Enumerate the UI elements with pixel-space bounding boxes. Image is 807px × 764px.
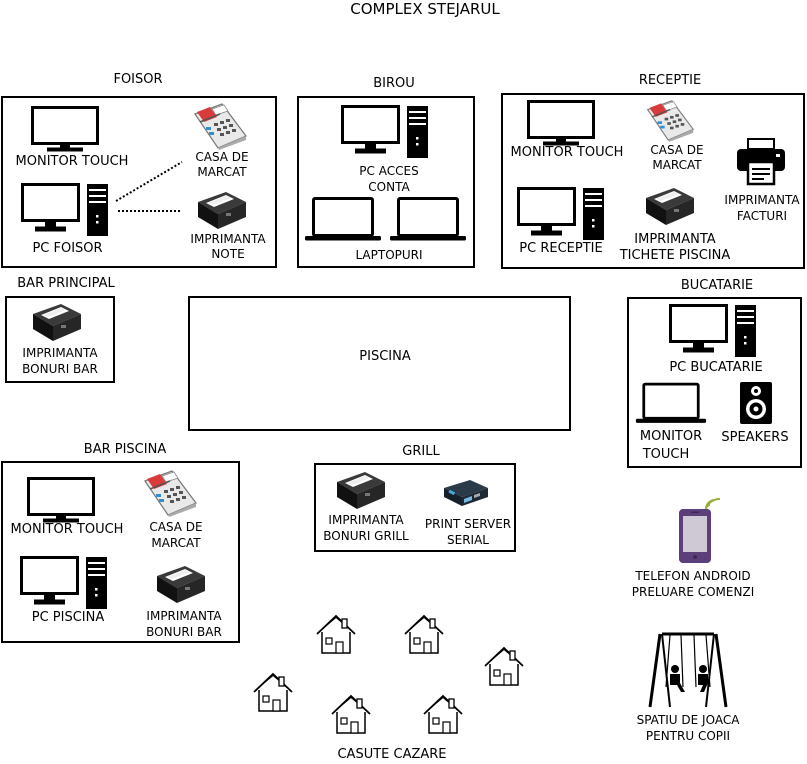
foisor-imprimanta-line2: NOTE	[211, 247, 245, 261]
foisor-imprimanta-line1: IMPRIMANTA	[190, 232, 266, 246]
house-icon	[252, 671, 294, 713]
bar-piscina-imprimanta-line2: BONURI BAR	[146, 625, 222, 639]
receipt-printer-icon	[335, 468, 387, 510]
house-icon	[315, 613, 357, 655]
grill-server-line1: PRINT SERVER	[424, 517, 512, 531]
receptie-facturi-line2: FACTURI	[736, 209, 788, 223]
birou-pc-line1: PC ACCES	[359, 164, 419, 178]
android-phone-icon	[679, 498, 721, 563]
laptop-icon	[389, 197, 467, 241]
house-icon	[330, 693, 372, 735]
grill-imprimanta-line2: BONURI GRILL	[323, 529, 409, 543]
foisor-monitor-label: MONITOR TOUCH	[15, 154, 129, 169]
birou-title: BIROU	[373, 76, 415, 91]
foisor-casa-line2: MARCAT	[197, 165, 247, 179]
bucatarie-monitor-line2: TOUCH	[642, 447, 690, 462]
bar-principal-imprimanta-line2: BONURI BAR	[22, 362, 98, 376]
foisor-title: FOISOR	[113, 72, 163, 87]
cash-register-icon	[645, 97, 695, 142]
grill-imprimanta-line1: IMPRIMANTA	[328, 513, 404, 527]
pc-icon	[339, 105, 431, 159]
bucatarie-pc-label: PC BUCATARIE	[669, 360, 763, 375]
bar-piscina-title: BAR PISCINA	[83, 442, 167, 457]
house-icon	[403, 613, 445, 655]
receptie-monitor-label: MONITOR TOUCH	[510, 145, 624, 160]
cash-register-icon	[192, 100, 248, 150]
grill-server-line2: SERIAL	[447, 533, 489, 547]
receipt-printer-icon	[155, 562, 207, 604]
monitor-icon	[635, 380, 707, 426]
cash-register-icon	[142, 467, 198, 517]
receipt-printer-icon	[196, 188, 248, 230]
swing-icon	[648, 632, 728, 708]
foisor-connections	[115, 161, 183, 212]
receptie-tichete-line2: TICHETE PISCINA	[619, 248, 731, 263]
piscina-box	[188, 296, 571, 431]
grill-title: GRILL	[402, 444, 440, 459]
birou-pc-line2: CONTA	[368, 180, 410, 194]
telefon-line2: PRELUARE COMENZI	[631, 585, 755, 599]
receptie-casa-line2: MARCAT	[652, 158, 702, 172]
receptie-pc-label: PC RECEPTIE	[519, 241, 603, 256]
house-icon	[422, 693, 464, 735]
pc-icon	[21, 183, 109, 237]
pc-icon	[517, 187, 605, 241]
receptie-title: RECEPTIE	[638, 73, 702, 88]
bar-piscina-casa-line2: MARCAT	[151, 536, 201, 550]
bucatarie-speakers-label: SPEAKERS	[721, 430, 789, 445]
print-server-icon	[442, 476, 490, 508]
piscina-label: PISCINA	[359, 349, 411, 364]
speaker-icon	[739, 381, 773, 425]
monitor-icon	[527, 100, 595, 146]
foisor-pc-label: PC FOISOR	[32, 241, 103, 256]
bucatarie-title: BUCATARIE	[680, 278, 754, 293]
receptie-facturi-line1: IMPRIMANTA	[724, 193, 800, 207]
spatiu-joaca-line2: PENTRU COPII	[645, 729, 731, 743]
house-icon	[483, 645, 525, 687]
pc-icon	[669, 304, 757, 358]
bar-principal-imprimanta-line1: IMPRIMANTA	[22, 346, 98, 360]
foisor-casa-line1: CASA DE	[195, 150, 249, 164]
diagram-title: COMPLEX STEJARUL	[350, 0, 500, 18]
pc-icon	[20, 556, 108, 610]
bar-piscina-casa-line1: CASA DE	[149, 520, 203, 534]
bucatarie-monitor-line1: MONITOR	[639, 429, 703, 444]
bar-piscina-imprimanta-line1: IMPRIMANTA	[146, 609, 222, 623]
birou-laptopuri-label: LAPTOPURI	[355, 248, 423, 262]
spatiu-joaca-line1: SPATIU DE JOACA	[636, 713, 740, 727]
bar-piscina-pc-label: PC PISCINA	[31, 610, 105, 625]
laptop-icon	[304, 197, 382, 241]
receipt-printer-icon	[644, 184, 696, 226]
casute-label: CASUTE CAZARE	[337, 747, 447, 762]
receptie-casa-line1: CASA DE	[650, 143, 704, 157]
bar-piscina-monitor-label: MONITOR TOUCH	[10, 522, 124, 537]
bar-principal-title: BAR PRINCIPAL	[17, 276, 115, 291]
grill-box	[314, 463, 516, 552]
monitor-icon	[31, 106, 99, 152]
monitor-icon	[27, 477, 95, 523]
receptie-tichete-line1: IMPRIMANTA	[634, 232, 716, 247]
receipt-printer-icon	[31, 300, 83, 342]
telefon-line1: TELEFON ANDROID	[635, 569, 751, 583]
invoice-printer-icon	[734, 138, 788, 188]
